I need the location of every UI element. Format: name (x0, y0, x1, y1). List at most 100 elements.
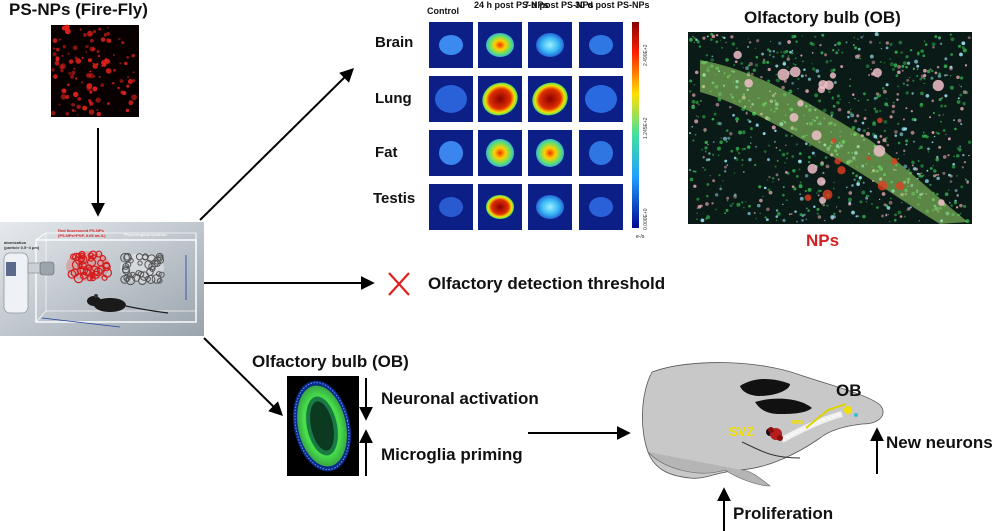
confocal-speck (899, 215, 903, 218)
confocal-speck (713, 112, 717, 116)
confocal-speck (782, 62, 787, 66)
arrow-to-ob-bottom (203, 337, 283, 416)
confocal-speck (698, 45, 702, 48)
fluorescent-dot (122, 91, 127, 96)
neuron-cell (744, 78, 753, 88)
confocal-speck (778, 149, 782, 152)
confocal-speck (891, 67, 896, 72)
confocal-speck (920, 91, 924, 96)
red-particle (69, 253, 77, 260)
confocal-speck (909, 48, 913, 52)
fluorescent-dot (55, 56, 59, 60)
confocal-speck (719, 187, 723, 191)
confocal-speck (869, 40, 873, 44)
imaging-tile (478, 22, 522, 68)
confocal-speck (724, 159, 728, 163)
fluorescent-dot (89, 46, 95, 52)
confocal-speck (931, 69, 934, 73)
effect-new-neurons: New neurons (886, 433, 993, 452)
confocal-speck (783, 79, 787, 83)
confocal-speck (742, 130, 746, 133)
confocal-speck (919, 77, 923, 81)
imaging-tile (429, 130, 473, 176)
confocal-speck (776, 51, 779, 54)
confocal-speck (830, 111, 834, 116)
confocal-speck (960, 85, 963, 88)
confocal-speck (705, 54, 708, 57)
fluorescent-dot (105, 68, 112, 74)
confocal-speck (962, 101, 966, 106)
confocal-speck (901, 69, 904, 72)
confocal-speck (859, 179, 861, 181)
neuron-cell (873, 145, 886, 157)
confocal-speck (692, 35, 694, 38)
ps-nps-title: PS-NPs (Fire-Fly) (9, 0, 148, 19)
confocal-speck (851, 172, 855, 175)
fluorescent-dot (111, 81, 115, 85)
fluorescent-dot (51, 68, 55, 72)
confocal-speck (752, 68, 757, 72)
confocal-speck (962, 48, 967, 53)
confocal-speck (957, 118, 962, 123)
fluorescent-dot (77, 97, 82, 101)
confocal-speck (694, 119, 699, 124)
confocal-speck (851, 125, 856, 130)
fluorescent-dot (113, 54, 115, 57)
confocal-speck (786, 57, 790, 61)
fluorescent-dot (82, 33, 87, 37)
confocal-speck (807, 155, 811, 159)
confocal-speck (862, 181, 865, 184)
red-particle (88, 250, 98, 260)
fluorescent-dot (52, 38, 58, 43)
effect-microglia-priming: Microglia priming (381, 445, 523, 464)
fluorescent-dot (62, 44, 67, 49)
confocal-speck (918, 174, 922, 178)
confocal-speck (801, 35, 804, 37)
confocal-speck (863, 117, 867, 120)
confocal-speck (883, 61, 886, 64)
confocal-speck (889, 197, 892, 200)
fluorescent-dot (80, 81, 83, 84)
confocal-speck (782, 193, 785, 197)
confocal-speck (943, 64, 948, 68)
confocal-speck (768, 53, 771, 56)
confocal-speck (688, 168, 692, 172)
confocal-speck (741, 147, 745, 151)
confocal-speck (695, 115, 698, 117)
confocal-speck (897, 122, 900, 125)
confocal-speck (919, 102, 923, 107)
confocal-speck (938, 114, 941, 117)
confocal-speck (798, 168, 801, 171)
confocal-speck (922, 54, 926, 58)
confocal-speck (783, 185, 785, 188)
confocal-speck (715, 102, 720, 107)
confocal-speck (894, 134, 898, 137)
confocal-speck (768, 49, 772, 53)
fluorescent-dot (74, 110, 77, 112)
confocal-speck (702, 166, 704, 169)
confocal-speck (715, 34, 719, 37)
confocal-speck (696, 197, 700, 201)
confocal-speck (715, 208, 717, 211)
confocal-speck (726, 196, 730, 200)
confocal-speck (857, 47, 861, 51)
confocal-speck (821, 33, 825, 37)
confocal-speck (934, 71, 938, 75)
confocal-speck (786, 199, 788, 201)
effect-neuronal-activation: Neuronal activation (381, 389, 539, 408)
confocal-speck (811, 63, 813, 65)
confocal-speck (961, 166, 964, 169)
confocal-speck (918, 148, 921, 150)
confocal-speck (784, 170, 788, 174)
confocal-speck (811, 52, 814, 54)
confocal-speck (905, 139, 909, 143)
confocal-speck (896, 98, 899, 101)
fluorescent-dot (89, 101, 93, 105)
gray-particle (158, 271, 165, 278)
fluorescent-dot (87, 58, 92, 63)
confocal-speck (797, 77, 800, 81)
confocal-speck (897, 210, 902, 215)
confocal-speck (885, 41, 889, 45)
confocal-speck (777, 178, 780, 181)
confocal-speck (707, 143, 709, 146)
